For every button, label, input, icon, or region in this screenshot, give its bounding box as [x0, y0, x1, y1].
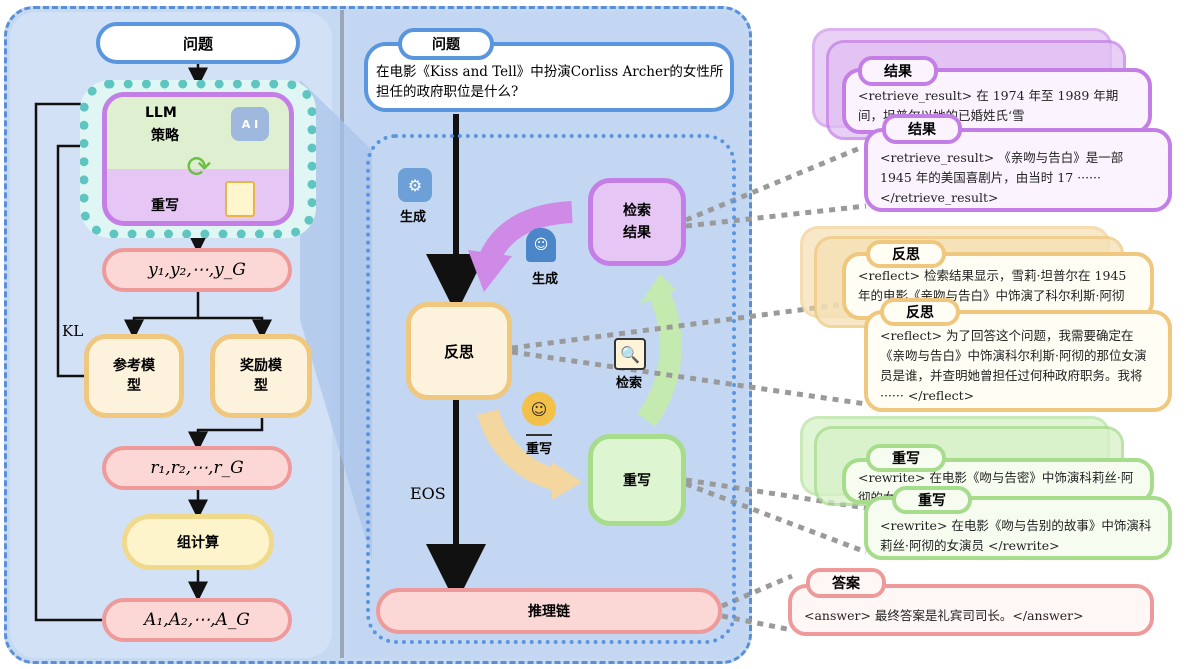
- question-tag-label: 问题: [432, 37, 460, 53]
- rewrite-box: 重写: [588, 434, 686, 526]
- generate-top-label: 生成: [400, 210, 427, 225]
- advantages-box: A₁,A₂,⋯,A_G: [102, 598, 292, 642]
- ai-badge: A I: [241, 117, 259, 131]
- rewrite-tag-front: 重写: [892, 486, 972, 514]
- result-front-text: <retrieve_result> 《亲吻与告白》是一部 1945 年的美国喜剧…: [880, 150, 1124, 205]
- reflect-box: 反思: [406, 302, 512, 400]
- eos-label: EOS: [410, 484, 446, 503]
- reasoning-chain-label: 推理链: [528, 604, 570, 620]
- rewards-label: r₁,r₂,⋯,r_G: [150, 458, 244, 478]
- worker-icon: ☺: [526, 228, 556, 262]
- answer-tag: 答案: [806, 568, 886, 598]
- policy-label: 策略: [151, 128, 179, 144]
- result-tag-back-label: 结果: [884, 64, 912, 80]
- group-compute-label: 组计算: [177, 535, 219, 551]
- question-text: 在电影《Kiss and Tell》中扮演Corliss Archer的女性所担…: [376, 64, 724, 100]
- reflect-tag-front-label: 反思: [906, 305, 934, 321]
- robot-ai-icon: A I: [231, 107, 269, 141]
- rewrite-box-label: 重写: [623, 473, 651, 489]
- rewrite-small-label: 重写: [526, 434, 553, 457]
- rewrite-tag-front-label: 重写: [918, 493, 946, 509]
- reward-model-box: 奖励模型: [210, 334, 312, 418]
- answer-text: <answer> 最终答案是礼宾司司长。</answer>: [804, 608, 1084, 623]
- policy-box: LLM 策略 A I ⟳ 重写: [102, 92, 294, 226]
- answer-tag-label: 答案: [832, 576, 860, 592]
- reflect-tag-back: 反思: [866, 240, 946, 268]
- rewrite-label-left: 重写: [151, 198, 179, 214]
- rewrite-tag-back: 重写: [866, 444, 946, 472]
- left-question-box: 问题: [96, 22, 300, 64]
- reflect-tag-back-label: 反思: [892, 247, 920, 263]
- outputs-box: y₁,y₂,⋯,y_G: [102, 248, 292, 292]
- result-tag-back: 结果: [858, 56, 938, 86]
- result-tag-front: 结果: [882, 114, 962, 144]
- retrieve-result-box: 检索结果: [588, 178, 686, 266]
- reflect-front-text: <reflect> 为了回答这个问题，我需要确定在《亲吻与告白》中饰演科尔利斯·…: [880, 328, 1147, 403]
- document-pen-icon: [225, 181, 255, 217]
- reference-model-box: 参考模型: [84, 334, 184, 418]
- retrieve-label: 检索: [616, 376, 643, 391]
- robot-icon: ⚙: [398, 168, 432, 202]
- refresh-cycle-icon: ⟳: [186, 149, 212, 185]
- rewards-box: r₁,r₂,⋯,r_G: [102, 446, 292, 490]
- reflect-label: 反思: [443, 342, 474, 361]
- operator-headset-icon: ☺: [522, 392, 556, 426]
- reflect-card-front: <reflect> 为了回答这个问题，我需要确定在《亲吻与告白》中饰演科尔利斯·…: [864, 310, 1172, 412]
- reasoning-frame: [366, 134, 736, 644]
- group-compute-box: 组计算: [122, 514, 274, 570]
- question-tag: 问题: [398, 28, 494, 60]
- advantages-label: A₁,A₂,⋯,A_G: [144, 610, 250, 630]
- reward-model-label: 奖励模型: [240, 358, 282, 394]
- reasoning-chain-box: 推理链: [376, 588, 722, 634]
- kl-label: KL: [62, 322, 84, 340]
- generate-mid-label: 生成: [532, 272, 559, 287]
- outputs-label: y₁,y₂,⋯,y_G: [148, 260, 246, 280]
- left-question-label: 问题: [182, 34, 213, 53]
- llm-label: LLM: [145, 105, 177, 121]
- rewrite-tag-back-label: 重写: [892, 451, 920, 467]
- reflect-tag-front: 反思: [880, 298, 960, 326]
- retrieve-result-label: 检索结果: [623, 203, 651, 241]
- magnifier-document-icon: 🔍: [614, 338, 646, 370]
- rewrite-back-text: <rewrite> 在电影《吻与告密》中饰演科莉丝·阿彻的女演员: [858, 470, 1134, 504]
- rewrite-front-text: <rewrite> 在电影《吻与告别的故事》中饰演科莉丝·阿彻的女演员 </re…: [880, 518, 1152, 553]
- reference-model-label: 参考模型: [113, 358, 155, 394]
- result-tag-front-label: 结果: [908, 122, 936, 138]
